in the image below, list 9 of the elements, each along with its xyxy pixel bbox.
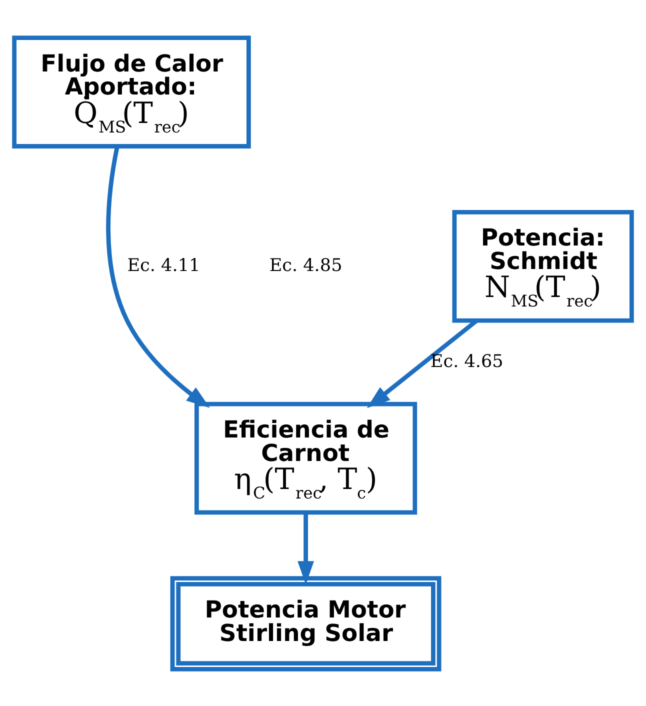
arrow (298, 512, 314, 584)
node-box: Flujo de Calor Aportado: Q̇$_{MS}$(T$_{rec}$) (12, 35, 251, 148)
node-box: Eficiencia de Carnot η$_{C}$(T$_{rec}$, T$_{c}$) (194, 401, 418, 514)
edge-label: Ec. 4.11 (127, 255, 200, 276)
node-box: Potencia: Schmidt N$_{MS}$(T$_{rec}$) (452, 209, 634, 322)
edge-label: Ec. 4.65 (430, 351, 504, 372)
node-box: Potencia Motor Stirling Solar (170, 576, 442, 671)
arrow (106, 146, 210, 408)
label: Ec. 4.85 (269, 255, 342, 276)
